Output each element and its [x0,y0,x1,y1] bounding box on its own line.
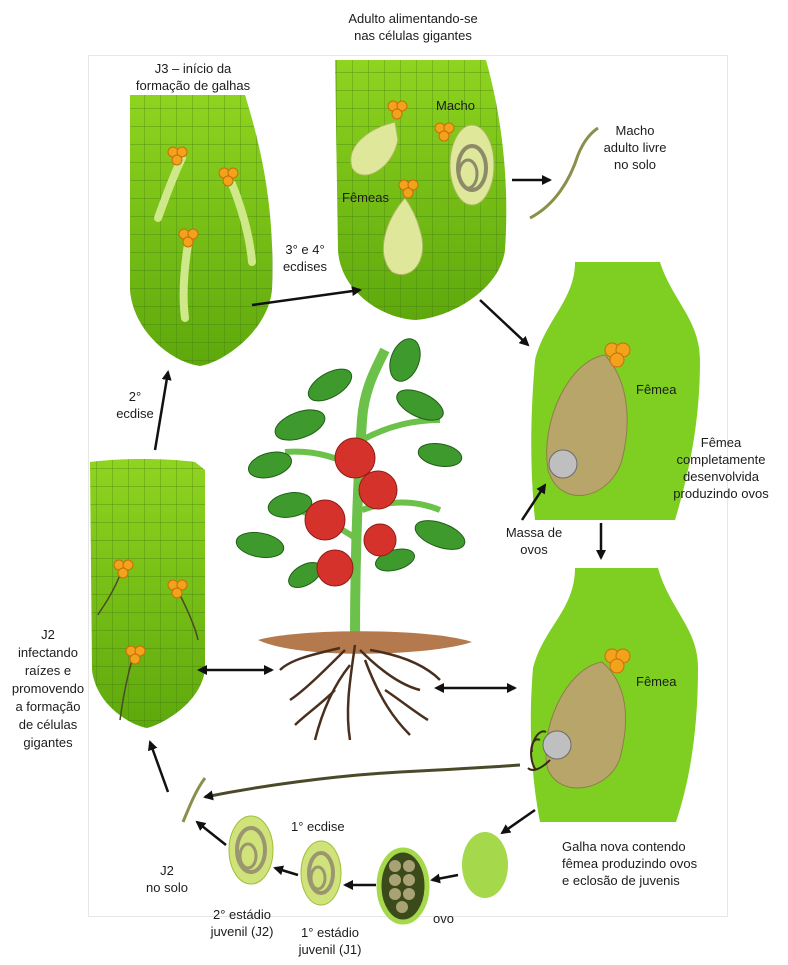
egg-j1 [301,841,341,905]
soil [258,631,472,654]
egg [462,832,508,898]
label-line: raízes e [2,662,94,680]
label-egg-mass: Massa de ovos [494,524,574,558]
tomato [317,550,353,586]
tomato [335,438,375,478]
label-ecdysis-2: 2° ecdise [100,388,170,422]
juvenile-migration-arrow [205,765,520,797]
label-line: J3 – início da [118,60,268,77]
label-female-bottom: Fêmea [636,673,676,690]
label-line: 2° estádio [192,906,292,923]
label-line: ecdises [266,258,344,275]
label-line: J2 [2,626,94,644]
gall-female-bottom [528,568,698,822]
label-line: 1° estádio [280,924,380,941]
egg-with-cells [379,850,427,922]
label-line: a formação [2,698,94,716]
label-line: adulto livre [580,139,690,156]
label-j2-infecting: J2 infectando raízes e promovendo a form… [2,626,94,752]
tomato [359,471,397,509]
label-line: juvenil (J2) [192,923,292,940]
arrow-egg-to-cells [432,875,458,880]
label-line: infectando [2,644,94,662]
label-line: Macho [580,122,690,139]
arrow-soil-to-root [150,742,168,792]
label-adult-feeding: Adulto alimentando-se nas células gigant… [318,10,508,44]
label-line: formação de galhas [118,77,268,94]
label-line: nas células gigantes [318,27,508,44]
galled-roots [280,645,440,740]
label-line: produzindo ovos [660,485,782,502]
label-male: Macho [436,97,475,114]
label-line: Adulto alimentando-se [318,10,508,27]
label-j2-soil: J2 no solo [132,862,202,896]
label-ecdysis-1: 1° ecdise [291,818,345,835]
label-line: J2 [132,862,202,879]
label-line: Galha nova contendo [562,838,697,855]
label-j3: J3 – início da formação de galhas [118,60,268,94]
label-stage-2: 2° estádio juvenil (J2) [192,906,292,940]
label-line: ecdise [100,405,170,422]
label-line: fêmea produzindo ovos [562,855,697,872]
nematode-j3 [184,244,188,318]
label-line: Fêmea [660,434,782,451]
tomato-plant [234,335,472,740]
label-ecdysis-3-4: 3° e 4° ecdises [266,241,344,275]
label-line: 3° e 4° [266,241,344,258]
arrow-j1-to-j2 [275,868,298,875]
label-line: gigantes [2,734,94,752]
arrow-gall-to-egg [502,810,535,833]
label-free-male: Macho adulto livre no solo [580,122,690,173]
arrow-to-gall-female [480,300,528,345]
label-fully-developed: Fêmea completamente desenvolvida produzi… [660,434,782,502]
label-line: de células [2,716,94,734]
label-new-gall: Galha nova contendo fêmea produzindo ovo… [562,838,697,889]
label-egg: ovo [433,910,454,927]
coiled-male [450,125,494,205]
label-line: desenvolvida [660,468,782,485]
label-line: Massa de [494,524,574,541]
egg-j2 [229,816,273,884]
tomato [364,524,396,556]
label-female-top: Fêmea [636,381,676,398]
tomato [305,500,345,540]
j3-root [130,95,272,366]
label-line: no solo [580,156,690,173]
label-stage-1: 1° estádio juvenil (J1) [280,924,380,958]
j2-root [90,459,205,728]
label-line: promovendo [2,680,94,698]
label-line: juvenil (J1) [280,941,380,958]
label-females: Fêmeas [342,189,389,206]
egg-mass [549,450,577,478]
arrow-j2-to-soil [197,822,226,845]
label-line: no solo [132,879,202,896]
j2-soil-nematode [183,778,205,822]
label-line: ovos [494,541,574,558]
label-line: 2° [100,388,170,405]
label-line: e eclosão de juvenis [562,872,697,889]
label-line: completamente [660,451,782,468]
